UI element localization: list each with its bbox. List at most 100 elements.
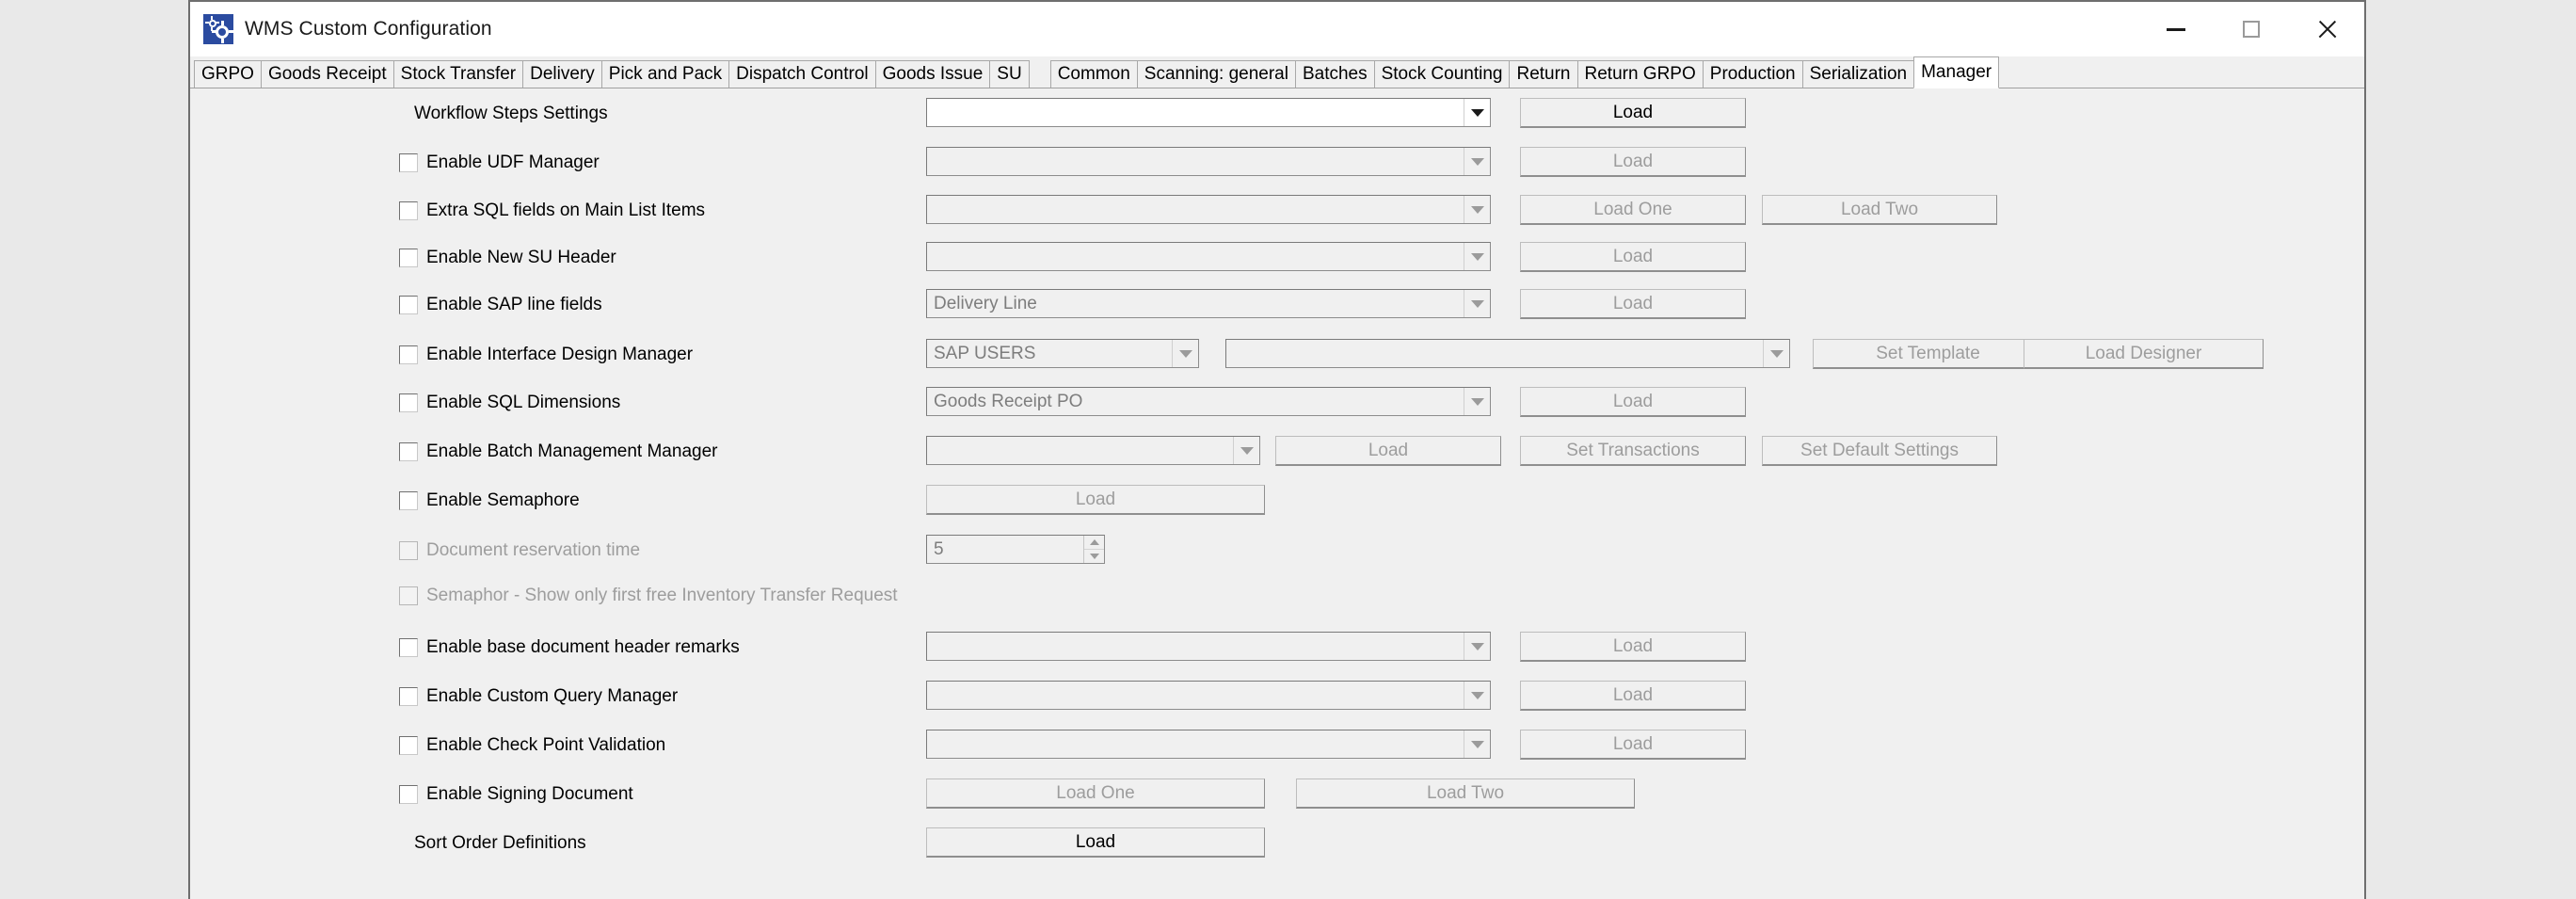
tab-strip-gap [1029,60,1051,88]
checkbox-enable-sap-line-fields[interactable] [399,296,418,314]
load-button-enable-sql-dimensions: Load [1520,387,1746,417]
button-label: Load [1612,733,1654,754]
checkbox-enable-signing-document[interactable] [399,785,418,804]
load-one-button-enable-signing-document: Load One [926,779,1265,809]
load-button-enable-semaphore: Load [926,485,1265,515]
chevron-down-icon[interactable] [1464,633,1490,660]
close-button[interactable] [2289,2,2364,56]
checkbox-enable-base-document-header-remarks[interactable] [399,638,418,657]
chevron-down-icon[interactable] [1464,290,1490,317]
chevron-down-icon[interactable] [1763,340,1789,367]
checkbox-extra-sql-fields-on-main-list-items[interactable] [399,201,418,220]
combo-enable-new-su-header[interactable] [926,242,1491,271]
button-label: Load [1075,489,1116,509]
tab-dispatch-control[interactable]: Dispatch Control [728,60,876,88]
checkbox-row-enable-udf-manager[interactable]: Enable UDF Manager [399,149,600,177]
tab-return-grpo[interactable]: Return GRPO [1576,60,1704,88]
checkbox-row-enable-semaphore[interactable]: Enable Semaphore [399,487,580,515]
tab-label: Stock Transfer [400,64,517,84]
spinner-down-button[interactable] [1084,550,1104,563]
chevron-down-icon[interactable] [1464,196,1490,223]
checkbox-enable-check-point-validation[interactable] [399,736,418,755]
combo-enable-sql-dimensions[interactable]: Goods Receipt PO [926,387,1491,416]
tab-delivery[interactable]: Delivery [522,60,602,88]
combo-secondary-enable-interface-design-manager[interactable] [1225,339,1790,368]
combo-enable-base-document-header-remarks[interactable] [926,632,1491,661]
checkbox-row-enable-sql-dimensions[interactable]: Enable SQL Dimensions [399,389,620,417]
chevron-down-icon[interactable] [1464,682,1490,709]
checkbox-row-enable-new-su-header[interactable]: Enable New SU Header [399,244,616,272]
tab-grpo[interactable]: GRPO [194,60,262,88]
checkbox-enable-custom-query-manager[interactable] [399,687,418,706]
tab-stock-counting[interactable]: Stock Counting [1373,60,1511,88]
tab-scanning-general[interactable]: Scanning: general [1136,60,1296,88]
combo-enable-interface-design-manager[interactable]: SAP USERS [926,339,1199,368]
tab-su[interactable]: SU [989,60,1030,88]
combo-enable-sap-line-fields[interactable]: Delivery Line [926,289,1491,318]
tab-stock-transfer[interactable]: Stock Transfer [392,60,524,88]
tab-goods-receipt[interactable]: Goods Receipt [260,60,394,88]
chevron-down-icon[interactable] [1464,99,1490,126]
tab-production[interactable]: Production [1702,60,1803,88]
spinner-up-button[interactable] [1084,536,1104,550]
checkbox-row-enable-signing-document[interactable]: Enable Signing Document [399,780,633,809]
load-button-enable-batch-management-manager: Load [1275,436,1501,466]
checkbox-row-enable-check-point-validation[interactable]: Enable Check Point Validation [399,731,665,760]
tab-return[interactable]: Return [1509,60,1578,88]
button-label: Load [1612,684,1654,705]
tab-label: Return [1516,64,1571,84]
load-button-sort-order-definitions[interactable]: Load [926,827,1265,858]
checkbox-enable-new-su-header[interactable] [399,249,418,267]
tab-serialization[interactable]: Serialization [1801,60,1915,88]
label-enable-sap-line-fields: Enable SAP line fields [426,295,602,314]
combo-enable-batch-management-manager[interactable] [926,436,1260,465]
spinner-buttons[interactable] [1083,536,1104,563]
maximize-icon [2243,21,2260,38]
combo-workflow-steps-settings[interactable] [926,98,1491,127]
button-label: Set Default Settings [1800,440,1959,460]
load-button-workflow-steps-settings[interactable]: Load [1520,98,1746,128]
tab-common[interactable]: Common [1049,60,1138,88]
combo-enable-custom-query-manager[interactable] [926,681,1491,710]
checkbox-row-enable-base-document-header-remarks[interactable]: Enable base document header remarks [399,634,740,662]
checkbox-enable-udf-manager[interactable] [399,153,418,172]
button-label: Load [1612,635,1654,656]
label-enable-signing-document: Enable Signing Document [426,784,633,804]
maximize-button[interactable] [2214,2,2289,56]
window-controls [2138,2,2364,56]
checkbox-row-document-reservation-time[interactable]: Document reservation time [399,537,640,565]
checkbox-enable-batch-management-manager[interactable] [399,442,418,461]
chevron-down-icon[interactable] [1233,437,1259,464]
combo-extra-sql-fields-on-main-list-items[interactable] [926,195,1491,224]
chevron-down-icon[interactable] [1464,730,1490,758]
button-label: Load [1368,440,1409,460]
label-enable-new-su-header: Enable New SU Header [426,248,616,267]
checkbox-enable-sql-dimensions[interactable] [399,393,418,412]
checkbox-enable-interface-design-manager[interactable] [399,345,418,364]
checkbox-row-enable-sap-line-fields[interactable]: Enable SAP line fields [399,291,602,319]
form-row-document-reservation-time: Document reservation time 5 [190,533,2364,567]
button-label: Load One [1056,782,1135,803]
tab-batches[interactable]: Batches [1294,60,1375,88]
checkbox-row-enable-batch-management-manager[interactable]: Enable Batch Management Manager [399,438,717,466]
chevron-down-icon[interactable] [1464,243,1490,270]
checkbox-row-semaphor-show-only-first-free-inventory-transfer-request[interactable]: Semaphor - Show only first free Inventor… [399,582,898,610]
minimize-button[interactable] [2138,2,2214,56]
tab-manager[interactable]: Manager [1913,56,2000,88]
combo-enable-check-point-validation[interactable] [926,730,1491,759]
tab-pick-and-pack[interactable]: Pick and Pack [600,60,730,88]
checkbox-row-extra-sql-fields-on-main-list-items[interactable]: Extra SQL fields on Main List Items [399,197,705,225]
checkbox-enable-semaphore[interactable] [399,491,418,510]
checkbox-row-enable-custom-query-manager[interactable]: Enable Custom Query Manager [399,682,678,711]
load-button-enable-custom-query-manager: Load [1520,681,1746,711]
combo-enable-udf-manager[interactable] [926,147,1491,176]
chevron-down-icon[interactable] [1172,340,1198,367]
chevron-down-icon[interactable] [1464,388,1490,415]
tab-goods-issue[interactable]: Goods Issue [874,60,991,88]
chevron-down-icon[interactable] [1464,148,1490,175]
checkbox-row-enable-interface-design-manager[interactable]: Enable Interface Design Manager [399,341,693,369]
spinner-document-reservation-time[interactable]: 5 [926,535,1105,564]
